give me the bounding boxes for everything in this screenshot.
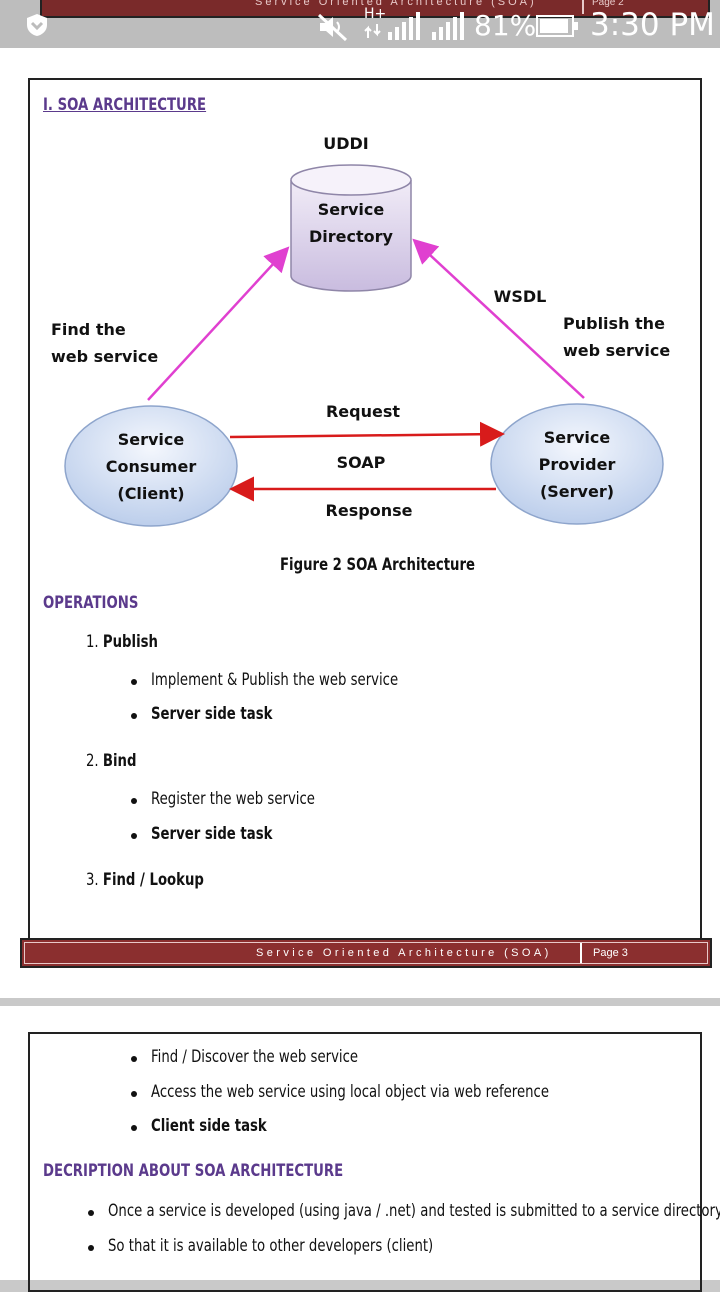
battery-percentage: 81%: [474, 9, 537, 42]
bullet: [88, 1210, 94, 1216]
publish-label-line2: web service: [563, 341, 671, 360]
list-item: Register the web service: [151, 789, 315, 809]
bullet: [131, 679, 137, 685]
list-item: Once a service is developed (using java …: [108, 1201, 720, 1221]
list-item: Client side task: [151, 1116, 267, 1136]
previous-page-footer-page: Page 2: [592, 0, 624, 8]
response-label: Response: [325, 501, 413, 520]
find-label-line2: web service: [51, 347, 159, 366]
soap-label: SOAP: [336, 453, 386, 472]
soa-architecture-diagram: [64, 164, 664, 527]
operation-1-number: 1.: [86, 632, 99, 652]
bullet: [131, 713, 137, 719]
directory-label-line2: Directory: [309, 227, 393, 246]
operations-heading: OPERATIONS: [43, 593, 139, 613]
page-footer-title: Service Oriented Architecture (SOA): [256, 947, 552, 959]
wsdl-label: WSDL: [493, 287, 547, 306]
page-gap: [0, 998, 720, 1006]
operation-2-label: Bind: [102, 751, 137, 771]
list-item: Server side task: [151, 704, 273, 724]
list-item: So that it is available to other develop…: [108, 1236, 434, 1256]
data-transfer-arrows-icon: [364, 24, 381, 38]
section-title: I. SOA ARCHITECTURE: [43, 95, 207, 115]
operation-2: 2. Bind: [86, 751, 136, 771]
page-footer-inner-border: [24, 942, 708, 964]
bullet: [131, 833, 137, 839]
bullet: [131, 1125, 137, 1131]
shield-notification-icon: [27, 14, 47, 36]
battery-icon: [536, 15, 578, 37]
service-provider-ellipse: [490, 403, 664, 525]
bullet: [88, 1245, 94, 1251]
bullet: [131, 1091, 137, 1097]
network-type-label: H+: [364, 6, 387, 22]
operation-3-label: Find / Lookup: [102, 870, 204, 890]
bullet: [131, 798, 137, 804]
clock: 3:30 PM: [590, 7, 715, 43]
signal-strength-icon: [388, 12, 420, 40]
operation-1: 1. Publish: [86, 632, 158, 652]
request-label: Request: [325, 402, 401, 421]
operation-2-number: 2.: [86, 751, 99, 771]
directory-label-line1: Service: [317, 200, 385, 219]
request-arrow: [229, 421, 505, 447]
page-footer-number: Page 3: [593, 947, 628, 959]
list-item: Access the web service using local objec…: [151, 1082, 549, 1102]
status-bar: Service Oriented Architecture (SOA) Page…: [0, 0, 720, 48]
page-footer-separator: [580, 943, 582, 963]
description-heading: DECRIPTION ABOUT SOA ARCHITECTURE: [43, 1161, 344, 1181]
consumer-label-line2: Consumer: [105, 457, 197, 476]
figure-caption: Figure 2 SOA Architecture: [280, 555, 476, 575]
bullet: [131, 1056, 137, 1062]
find-arrow: [147, 246, 290, 401]
find-label-line1: Find the: [51, 320, 126, 339]
service-directory-cylinder: [290, 164, 412, 292]
consumer-label-line1: Service: [117, 430, 185, 449]
vibrate-mute-icon: [317, 13, 348, 42]
list-item: Server side task: [151, 824, 273, 844]
document-page-4: [0, 1006, 720, 1280]
previous-page-footer: [40, 0, 710, 18]
uddi-label: UDDI: [323, 134, 369, 153]
previous-page-footer-separator: [582, 0, 584, 14]
service-consumer-ellipse: [64, 405, 238, 527]
provider-label-line2: Provider: [538, 455, 616, 474]
operation-3: 3. Find / Lookup: [86, 870, 204, 890]
provider-label-line1: Service: [543, 428, 611, 447]
consumer-label-line3: (Client): [117, 484, 185, 503]
previous-page-footer-title: Service Oriented Architecture (SOA): [255, 0, 537, 8]
list-item: Implement & Publish the web service: [151, 670, 399, 690]
list-item: Find / Discover the web service: [151, 1047, 359, 1067]
provider-label-line3: (Server): [539, 482, 615, 501]
operation-3-number: 3.: [86, 870, 99, 890]
signal-strength-2-icon: [432, 12, 464, 40]
publish-arrow: [412, 238, 585, 399]
operation-1-label: Publish: [102, 632, 158, 652]
publish-label-line1: Publish the: [563, 314, 665, 333]
